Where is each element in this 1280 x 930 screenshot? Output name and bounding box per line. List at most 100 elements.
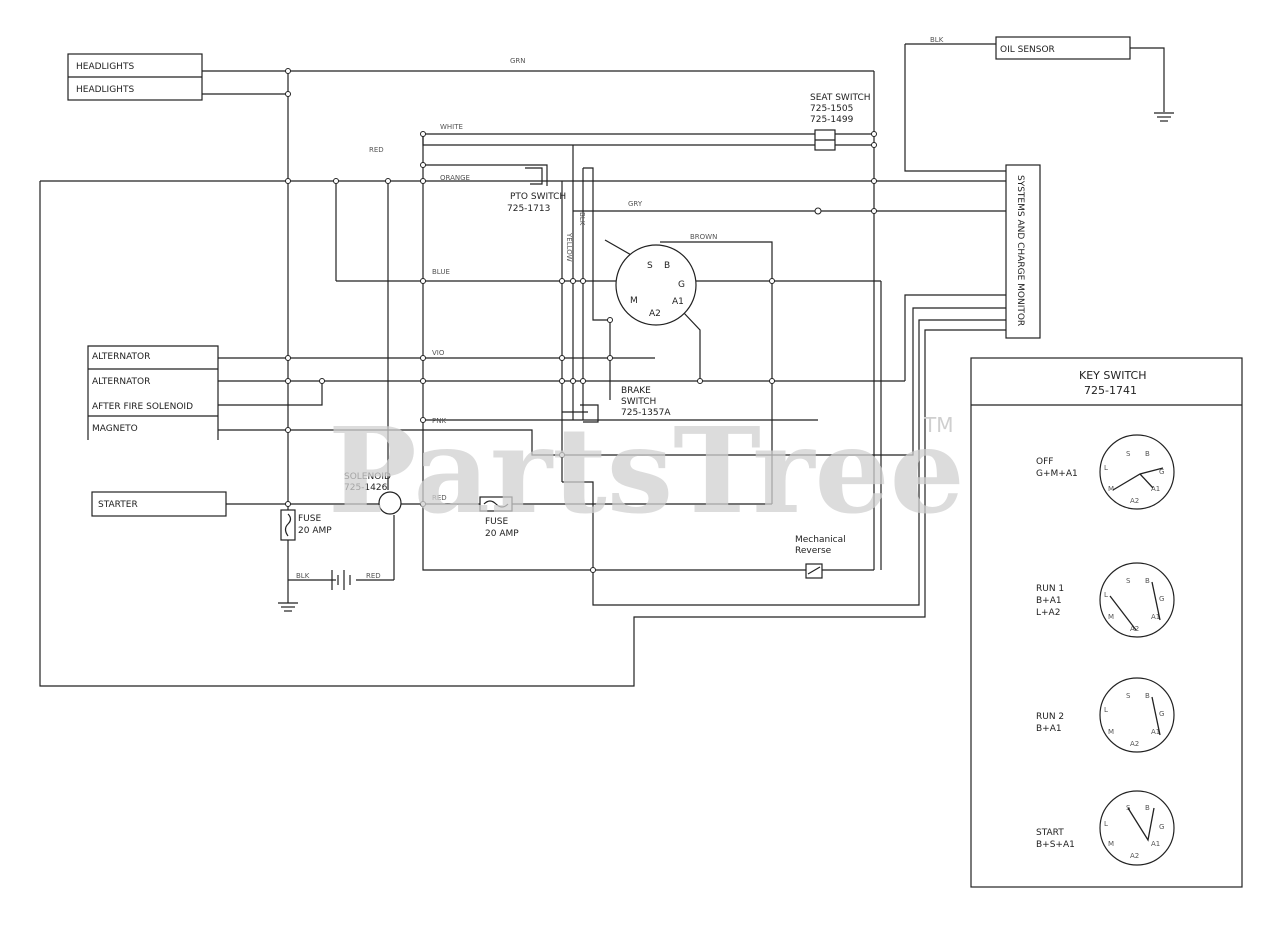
watermark: PartsTree TM [328, 401, 965, 540]
svg-text:S: S [1126, 577, 1131, 585]
svg-text:L: L [1104, 820, 1108, 828]
wire-label-pnk: PNK [432, 417, 446, 425]
key-position-circuit: G+M+A1 [1036, 469, 1078, 479]
wire-label-grn: GRN [510, 57, 526, 65]
wire-label-red3: RED [366, 572, 381, 580]
svg-text:G: G [1159, 823, 1164, 831]
watermark-text: PartsTree [328, 401, 965, 540]
key-position-circuit: B+A1 [1036, 724, 1062, 734]
seat-switch-title: SEAT SWITCH [810, 93, 871, 103]
brake-switch-title-1: BRAKE [621, 386, 651, 396]
alternator-block: ALTERNATOR ALTERNATOR AFTER FIRE SOLENOI… [87, 345, 219, 440]
wire-label-yellow: YELLOW [565, 232, 573, 262]
headlights: HEADLIGHTS HEADLIGHTS [67, 53, 203, 101]
wire-label-blk2: BLK [296, 572, 310, 580]
svg-text:L: L [1104, 706, 1108, 714]
brake-switch-title-2: SWITCH [621, 397, 656, 407]
alternator-label-1: ALTERNATOR [92, 352, 150, 362]
wire-labels: GRN RED WHITE ORANGE GRY BROWN BLUE VIO … [296, 36, 944, 580]
key-switch-title: KEY SWITCH [1079, 369, 1147, 382]
key-switch-panel: KEY SWITCH 725-1741 OFF G+M+A1 L S B G M… [970, 357, 1243, 888]
solenoid: SOLENOID 725-1426 [344, 472, 402, 515]
seat-switch-pn1: 725-1505 [810, 104, 853, 114]
wire-label-blk: BLK [930, 36, 944, 44]
oil-sensor-label: OIL SENSOR [1000, 45, 1055, 55]
charge-monitor: SYSTEMS AND CHARGE MONITOR [1005, 164, 1041, 339]
reverse-label-2: Reverse [795, 546, 832, 556]
key-position-run1: RUN 1 B+A1 L+A2 L S B G M A2 A1 [1036, 562, 1175, 638]
reverse-label-1: Mechanical [795, 535, 846, 545]
key-position-circuit: B+A1 [1036, 596, 1062, 606]
svg-text:S: S [1126, 692, 1131, 700]
svg-text:A2: A2 [1130, 740, 1139, 748]
fuse-1-rating: 20 AMP [298, 526, 332, 536]
svg-text:L: L [1104, 464, 1108, 472]
fuse-2: FUSE 20 AMP [479, 496, 519, 539]
ground-icon [1154, 112, 1174, 122]
alternator-label-2: ALTERNATOR [92, 377, 150, 387]
key-position-name: RUN 2 [1036, 712, 1064, 722]
svg-text:G: G [1159, 468, 1164, 476]
svg-text:M: M [1108, 728, 1114, 736]
fuse-1: FUSE 20 AMP [280, 509, 332, 541]
fuse-2-rating: 20 AMP [485, 529, 519, 539]
svg-text:B: B [1145, 577, 1150, 585]
plug-terminal-b: B [664, 261, 670, 271]
solenoid-pn: 725-1426 [344, 483, 388, 493]
svg-text:G: G [1159, 595, 1164, 603]
headlights-label-1: HEADLIGHTS [76, 62, 134, 72]
svg-text:G: G [1159, 710, 1164, 718]
key-position-name: RUN 1 [1036, 584, 1064, 594]
plug-terminal-a1: A1 [672, 297, 684, 307]
key-position-run2: RUN 2 B+A1 L S B G M A2 A1 [1036, 677, 1175, 753]
wire-label-red: RED [369, 146, 384, 154]
junctions [285, 68, 877, 573]
key-switch-pn: 725-1741 [1084, 384, 1137, 397]
svg-text:A1: A1 [1151, 485, 1160, 493]
pto-switch: PTO SWITCH 725-1713 [507, 167, 566, 214]
wires [39, 43, 1165, 687]
key-switch-plug: S B G A1 A2 M [615, 244, 697, 326]
wire-label-gry: GRY [628, 200, 643, 208]
svg-text:B: B [1145, 450, 1150, 458]
magneto-label: MAGNETO [92, 424, 138, 434]
wire-label-vio: VIO [432, 349, 445, 357]
wire-label-brown: BROWN [690, 233, 717, 241]
seat-switch: SEAT SWITCH 725-1505 725-1499 [810, 93, 871, 151]
oil-sensor: OIL SENSOR [995, 36, 1174, 122]
pto-switch-title: PTO SWITCH [510, 192, 566, 202]
starter-label: STARTER [98, 500, 138, 510]
key-position-circuit: B+S+A1 [1036, 840, 1075, 850]
after-fire-solenoid-label: AFTER FIRE SOLENOID [92, 402, 193, 412]
wire-label-blue: BLUE [432, 268, 450, 276]
key-position-start: START B+S+A1 L S B G M A2 A1 [1036, 790, 1175, 866]
svg-text:B: B [1145, 804, 1150, 812]
wire-label-red2: RED [432, 494, 447, 502]
charge-monitor-label: SYSTEMS AND CHARGE MONITOR [1015, 175, 1025, 326]
svg-text:A1: A1 [1151, 840, 1160, 848]
plug-terminal-a2: A2 [649, 309, 661, 319]
svg-text:M: M [1108, 613, 1114, 621]
svg-text:A1: A1 [1151, 728, 1160, 736]
svg-text:A1: A1 [1151, 613, 1160, 621]
seat-switch-pn2: 725-1499 [810, 115, 854, 125]
plug-terminal-m: M [630, 296, 638, 306]
ground-icon [278, 602, 298, 612]
battery-icon [331, 570, 351, 590]
svg-text:M: M [1108, 485, 1114, 493]
solenoid-title: SOLENOID [344, 472, 391, 482]
svg-text:M: M [1108, 840, 1114, 848]
mechanical-reverse-switch: Mechanical Reverse [795, 535, 846, 579]
fuse-1-title: FUSE [298, 514, 321, 524]
headlights-label-2: HEADLIGHTS [76, 85, 134, 95]
plug-terminal-g: G [678, 280, 685, 290]
key-position-circuit2: L+A2 [1036, 608, 1060, 618]
svg-text:S: S [1126, 450, 1131, 458]
fuse-2-title: FUSE [485, 517, 508, 527]
brake-switch-pn: 725-1357A [621, 408, 671, 418]
key-position-name: OFF [1036, 457, 1053, 467]
starter: STARTER [91, 491, 227, 517]
key-position-off: OFF G+M+A1 L S B G M A2 A1 [1036, 434, 1175, 510]
pto-switch-pn: 725-1713 [507, 204, 550, 214]
wire-label-orange: ORANGE [440, 174, 470, 182]
